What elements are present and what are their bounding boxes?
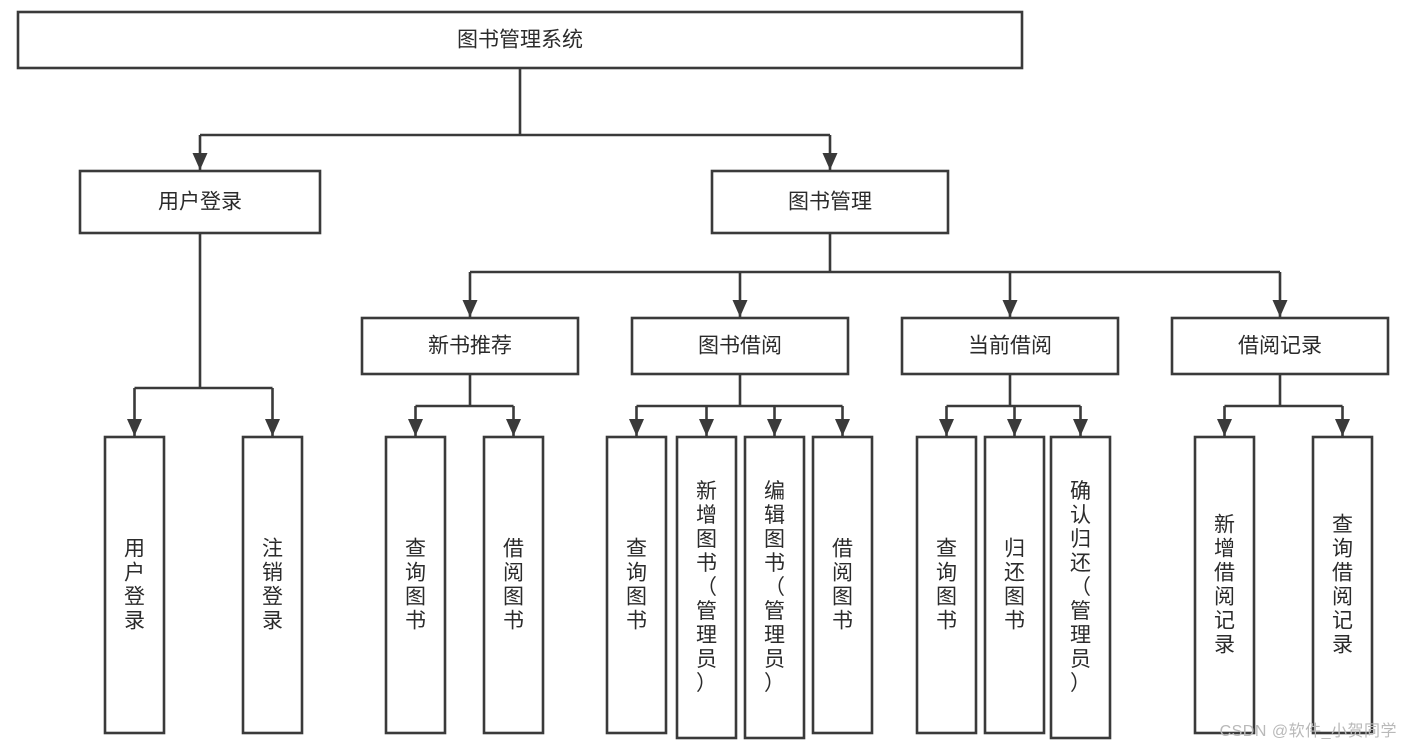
arrow-head-icon [835, 419, 850, 436]
node-leaf-confirm-return-label: 确认归还（管理员） [1070, 480, 1091, 695]
node-book-management-label: 图书管理 [788, 191, 872, 214]
node-book-management[interactable]: 图书管理 [710, 169, 950, 235]
arrow-head-icon [1272, 300, 1288, 317]
node-book-management-box[interactable] [710, 169, 950, 235]
arrow-head-icon [1002, 300, 1018, 317]
node-leaf-logout-login-box[interactable] [241, 435, 304, 735]
node-root-box[interactable] [16, 10, 1024, 70]
node-borrow-record-box[interactable] [1170, 316, 1390, 376]
node-leaf-edit-book-admin[interactable]: 编辑图书（管理员） [743, 435, 806, 740]
node-leaf-confirm-return[interactable]: 确认归还（管理员） [1049, 435, 1112, 740]
node-leaf-query-book-bor-box[interactable] [605, 435, 668, 735]
node-leaf-query-book-bor-label: 查询图书 [626, 538, 647, 633]
arrow-head-icon [462, 300, 478, 317]
arrow-head-icon [192, 153, 208, 170]
node-new-book-recommend-label: 新书推荐 [428, 335, 512, 358]
arrow-head-icon [1217, 419, 1232, 436]
node-new-book-recommend[interactable]: 新书推荐 [360, 316, 580, 376]
node-leaf-query-book-rec-box[interactable] [384, 435, 447, 735]
node-book-borrow-label: 图书借阅 [698, 335, 782, 358]
node-current-borrow-label: 当前借阅 [968, 335, 1052, 358]
node-leaf-user-login[interactable]: 用户登录 [103, 435, 166, 735]
node-leaf-return-book-box[interactable] [983, 435, 1046, 735]
node-leaf-add-book-admin-box[interactable] [675, 435, 738, 740]
node-book-borrow-box[interactable] [630, 316, 850, 376]
node-leaf-borrow-book-bor-label: 借阅图书 [832, 538, 853, 633]
node-leaf-user-login-box[interactable] [103, 435, 166, 735]
node-user-login[interactable]: 用户登录 [78, 169, 322, 235]
node-leaf-logout-login[interactable]: 注销登录 [241, 435, 304, 735]
node-leaf-query-book-bor[interactable]: 查询图书 [605, 435, 668, 735]
node-root[interactable]: 图书管理系统 [16, 10, 1024, 70]
node-leaf-add-borrow-record[interactable]: 新增借阅记录 [1193, 435, 1256, 735]
node-leaf-query-borrow-record-box[interactable] [1311, 435, 1374, 735]
node-leaf-edit-book-admin-box[interactable] [743, 435, 806, 740]
node-leaf-borrow-book-bor[interactable]: 借阅图书 [811, 435, 874, 735]
node-current-borrow[interactable]: 当前借阅 [900, 316, 1120, 376]
node-leaf-borrow-book-rec-label: 借阅图书 [503, 538, 524, 633]
node-book-borrow[interactable]: 图书借阅 [630, 316, 850, 376]
node-root-label: 图书管理系统 [457, 29, 583, 52]
node-borrow-record-label: 借阅记录 [1238, 335, 1322, 358]
node-leaf-return-book[interactable]: 归还图书 [983, 435, 1046, 735]
node-leaf-query-book-rec[interactable]: 查询图书 [384, 435, 447, 735]
arrow-head-icon [767, 419, 782, 436]
node-leaf-confirm-return-box[interactable] [1049, 435, 1112, 740]
arrow-head-icon [265, 419, 280, 436]
node-leaf-add-book-admin-label: 新增图书（管理员） [696, 480, 717, 695]
node-leaf-logout-login-label: 注销登录 [262, 538, 283, 633]
node-leaf-query-book-cur-label: 查询图书 [936, 538, 957, 633]
node-leaf-user-login-label: 用户登录 [124, 538, 145, 633]
arrow-head-icon [939, 419, 954, 436]
arrow-head-icon [732, 300, 748, 317]
node-leaf-borrow-book-rec[interactable]: 借阅图书 [482, 435, 545, 735]
node-leaf-edit-book-admin-label: 编辑图书（管理员） [764, 480, 785, 695]
node-leaf-borrow-book-bor-box[interactable] [811, 435, 874, 735]
watermark-label: CSDN @软件_小贺同学 [1219, 723, 1397, 740]
node-leaf-return-book-label: 归还图书 [1004, 538, 1025, 633]
arrow-head-icon [408, 419, 423, 436]
node-new-book-recommend-box[interactable] [360, 316, 580, 376]
arrow-head-icon [506, 419, 521, 436]
node-leaf-query-book-rec-label: 查询图书 [405, 538, 426, 633]
node-leaf-query-borrow-record-label: 查询借阅记录 [1332, 514, 1353, 657]
node-current-borrow-box[interactable] [900, 316, 1120, 376]
node-leaf-add-book-admin[interactable]: 新增图书（管理员） [675, 435, 738, 740]
node-leaf-add-borrow-record-box[interactable] [1193, 435, 1256, 735]
node-user-login-label: 用户登录 [158, 191, 242, 214]
node-leaf-query-book-cur[interactable]: 查询图书 [915, 435, 978, 735]
node-borrow-record[interactable]: 借阅记录 [1170, 316, 1390, 376]
arrow-head-icon [1335, 419, 1350, 436]
arrow-head-icon [699, 419, 714, 436]
node-leaf-query-borrow-record[interactable]: 查询借阅记录 [1311, 435, 1374, 735]
arrow-head-icon [1073, 419, 1088, 436]
arrow-head-icon [1007, 419, 1022, 436]
node-user-login-box[interactable] [78, 169, 322, 235]
node-leaf-query-book-cur-box[interactable] [915, 435, 978, 735]
node-leaf-add-borrow-record-label: 新增借阅记录 [1214, 514, 1235, 657]
arrow-head-icon [629, 419, 644, 436]
arrow-head-icon [822, 153, 838, 170]
node-leaf-borrow-book-rec-box[interactable] [482, 435, 545, 735]
arrow-head-icon [127, 419, 142, 436]
